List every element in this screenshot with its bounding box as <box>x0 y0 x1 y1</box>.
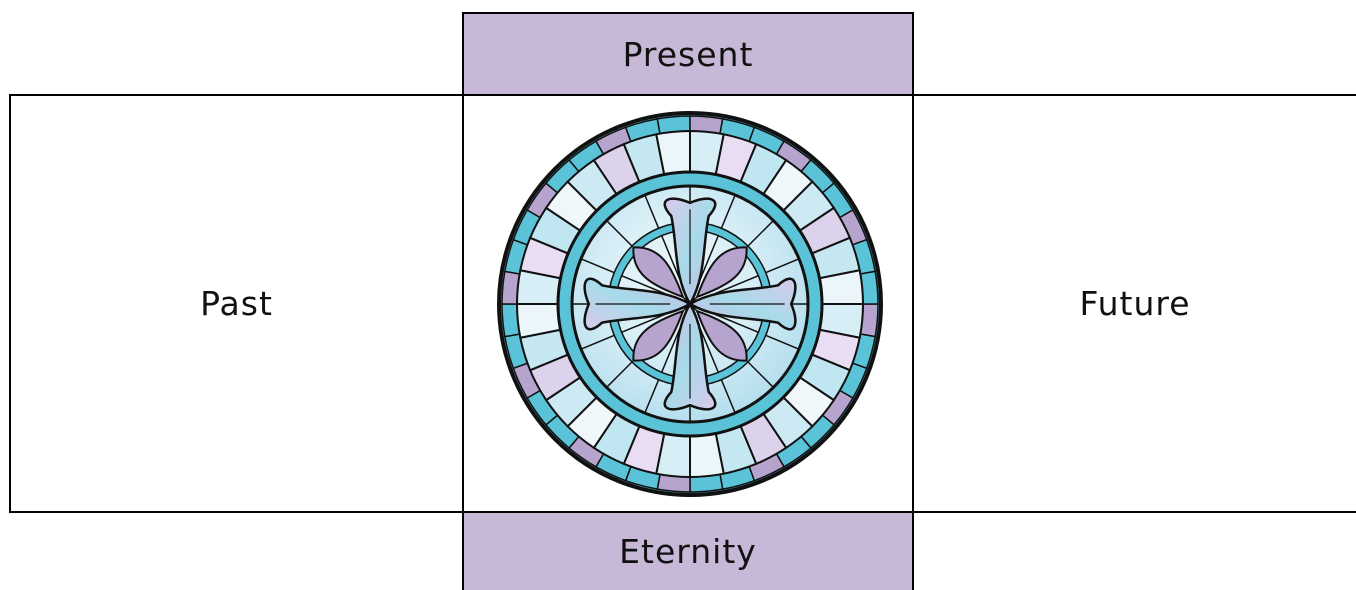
bottom-horizontal-line <box>9 511 1356 513</box>
stained-glass-window-icon <box>496 110 884 498</box>
center-hub <box>687 301 693 307</box>
eternity-label: Eternity <box>463 513 913 590</box>
top-band-top-border <box>462 12 914 14</box>
present-label: Present <box>463 13 913 95</box>
future-label: Future <box>914 96 1356 511</box>
past-label: Past <box>11 96 462 511</box>
center-left-vertical-line <box>462 12 464 590</box>
